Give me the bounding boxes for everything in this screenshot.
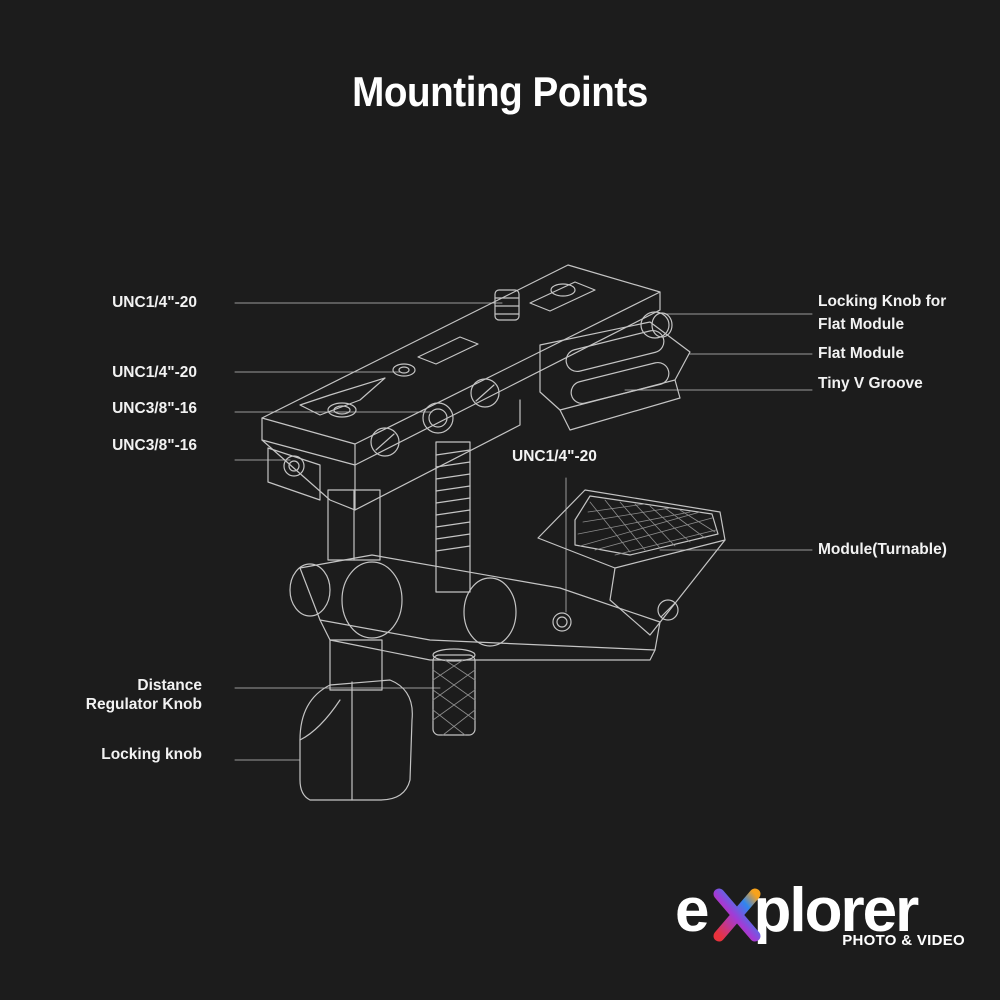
label-distance-line1: Distance [137,677,202,694]
label-unc14-center: UNC1/4"-20 [512,448,597,465]
logo-x-mark-icon [713,888,761,942]
threaded-rod [435,441,471,593]
turnable-module [537,489,726,636]
label-unc38-b: UNC3/8"-16 [112,437,197,454]
locking-knob-shape [299,639,413,801]
label-unc14-mid: UNC1/4"-20 [112,364,197,381]
label-module-turnable: Module(Turnable) [818,541,947,558]
vertical-post [327,489,381,561]
page-title: Mounting Points [352,68,648,115]
label-locking-knob-flat-line2: Flat Module [818,316,905,333]
flat-module [539,311,691,431]
label-flat-module: Flat Module [818,345,905,362]
label-locking-knob: Locking knob [101,746,202,763]
label-unc14-top: UNC1/4"-20 [112,294,197,311]
logo-letters-rest: plorer [753,876,919,945]
logo-subtitle: PHOTO & VIDEO [842,932,965,949]
leader-lines [234,302,813,761]
label-distance-line2: Regulator Knob [85,696,202,713]
lower-arm [289,554,679,661]
top-bar [261,264,661,511]
label-tiny-v-groove: Tiny V Groove [818,375,923,392]
logo-letter-e: e [675,876,710,945]
distance-regulator-knob [432,648,476,736]
label-unc38-a: UNC3/8"-16 [112,400,197,417]
label-locking-knob-flat-line1: Locking Knob for [818,293,947,310]
